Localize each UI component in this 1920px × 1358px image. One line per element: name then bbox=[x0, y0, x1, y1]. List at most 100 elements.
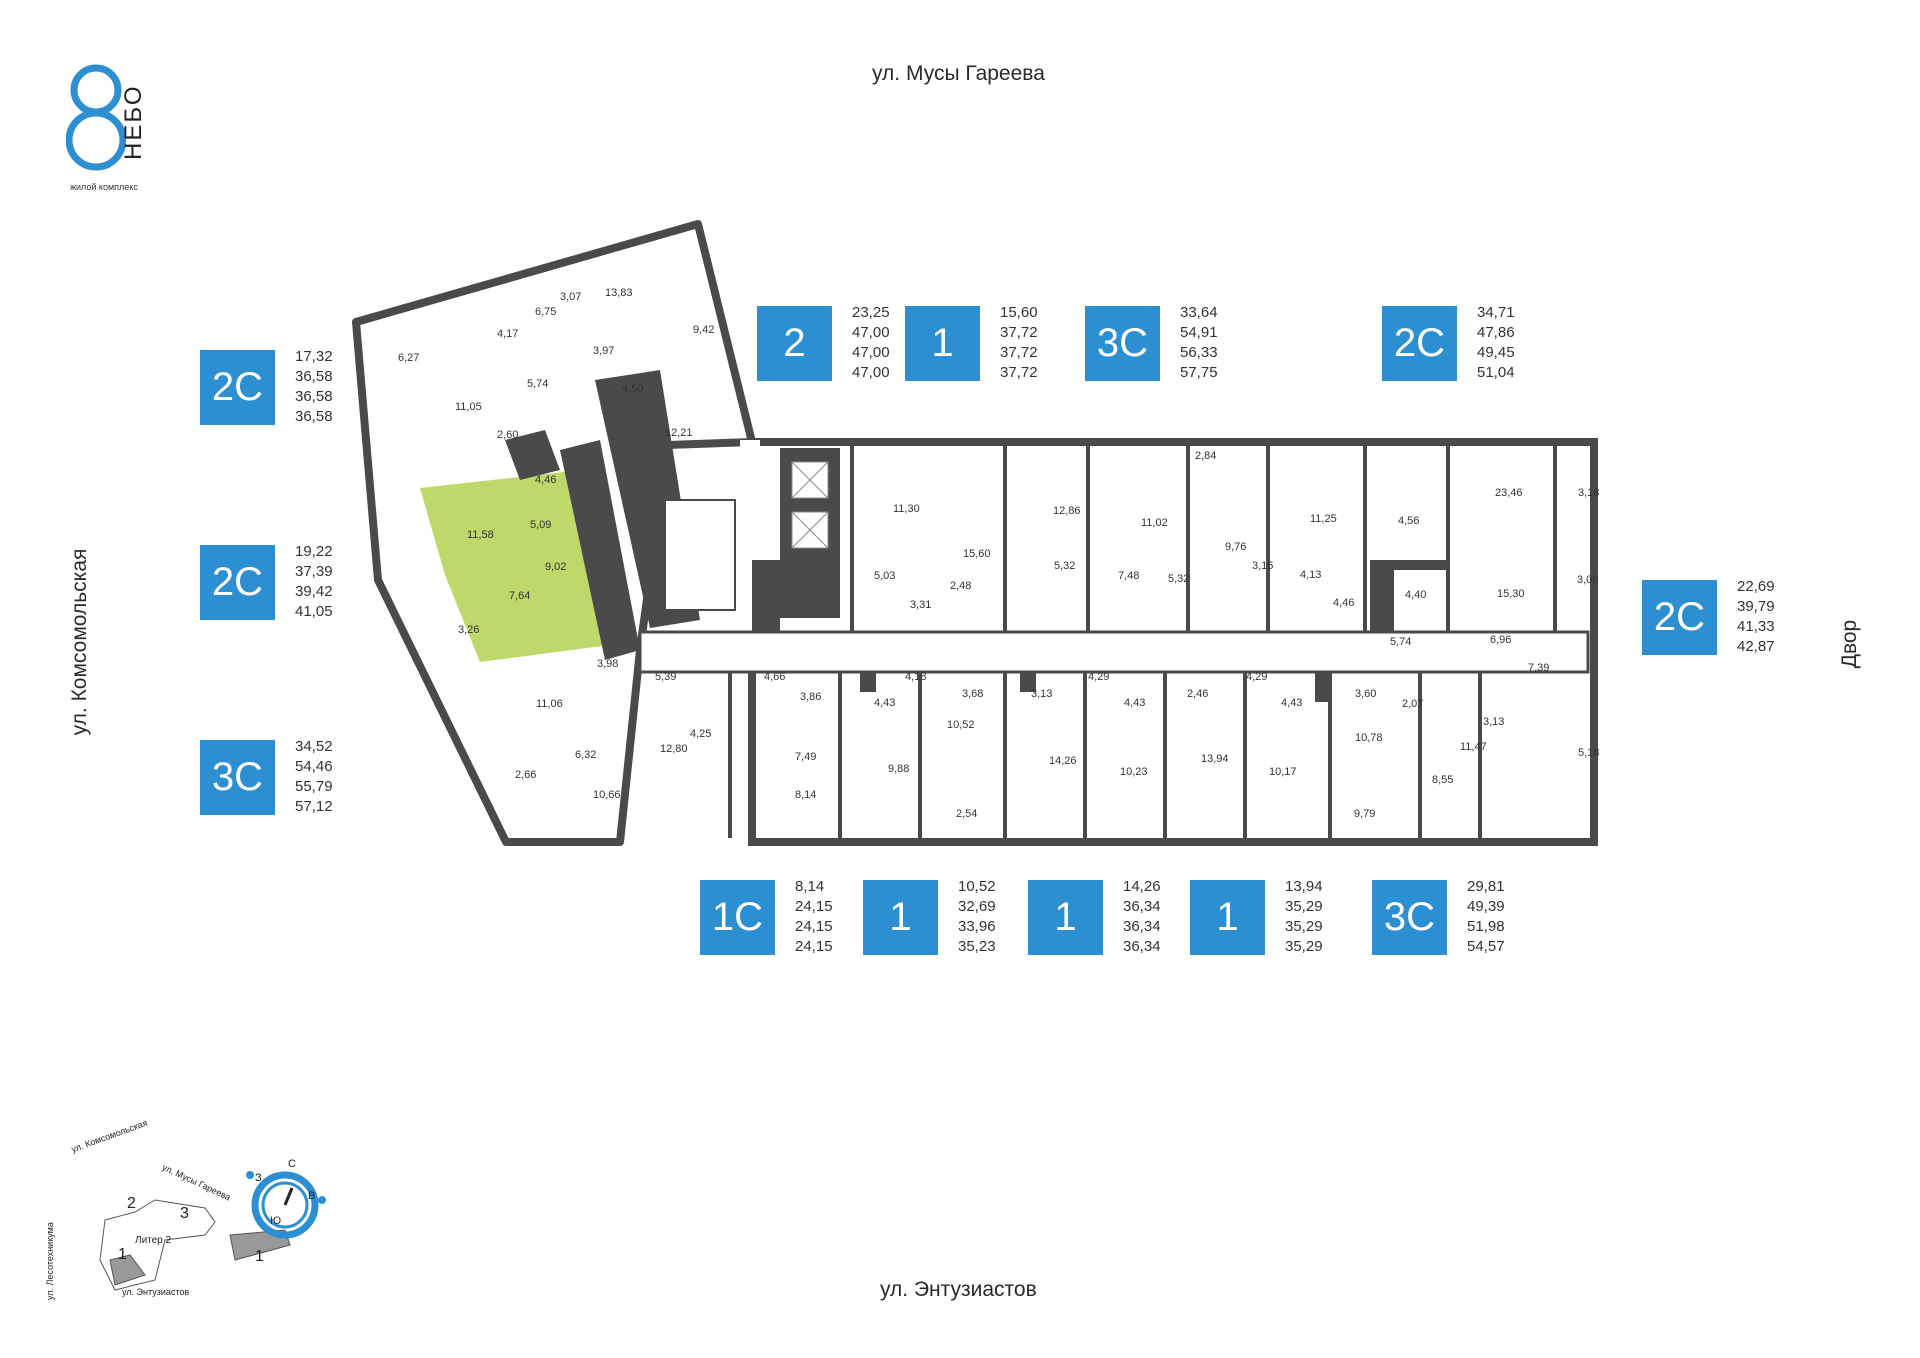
room-area-label: 7,39 bbox=[1528, 662, 1549, 674]
area-value: 36,34 bbox=[1123, 918, 1161, 935]
area-value: 41,33 bbox=[1737, 618, 1775, 635]
area-value: 34,52 bbox=[295, 738, 333, 755]
room-area-label: 11,30 bbox=[893, 503, 920, 515]
area-value: 24,15 bbox=[795, 938, 833, 955]
room-area-label: 12,21 bbox=[665, 427, 693, 439]
area-value: 49,39 bbox=[1467, 898, 1505, 915]
area-value: 13,94 bbox=[1285, 878, 1323, 895]
area-value: 36,58 bbox=[295, 368, 333, 385]
room-area-label: 5,18 bbox=[1578, 747, 1599, 759]
area-value: 57,12 bbox=[295, 798, 333, 815]
area-value: 36,58 bbox=[295, 388, 333, 405]
apartment-type-areas: 19,22 37,39 39,42 41,05 bbox=[295, 542, 333, 622]
room-area-label: 2,07 bbox=[1402, 698, 1423, 710]
street-top: ул. Мусы Гареева bbox=[872, 62, 1045, 85]
area-value: 47,00 bbox=[852, 324, 890, 341]
room-area-label: 9,76 bbox=[1225, 541, 1246, 553]
compass-east: В bbox=[308, 1190, 316, 1202]
room-area-label: 12,86 bbox=[1053, 505, 1081, 517]
area-value: 56,33 bbox=[1180, 344, 1218, 361]
apartment-type-badge: 3С bbox=[1085, 306, 1160, 381]
room-area-label: 7,64 bbox=[509, 590, 530, 602]
room-area-label: 2,54 bbox=[956, 808, 977, 820]
room-area-label: 3,86 bbox=[800, 691, 821, 703]
room-area-label: 10,52 bbox=[947, 719, 975, 731]
minimap-building-1: 1 bbox=[118, 1246, 127, 1263]
stair bbox=[664, 499, 736, 611]
room-area-label: 3,26 bbox=[458, 624, 479, 636]
room-area-label: 4,43 bbox=[874, 697, 895, 709]
room-area-label: 3,98 bbox=[597, 658, 618, 670]
room-area-label: 4,56 bbox=[1398, 515, 1419, 527]
room-area-label: 3,13 bbox=[1031, 688, 1052, 700]
area-value: 35,29 bbox=[1285, 898, 1323, 915]
apartment-type-badge: 1 bbox=[863, 880, 938, 955]
area-value: 37,72 bbox=[1000, 344, 1038, 361]
area-value: 32,69 bbox=[958, 898, 996, 915]
room-area-label: 4,13 bbox=[1300, 569, 1321, 581]
room-area-label: 3,31 bbox=[910, 599, 931, 611]
area-value: 33,96 bbox=[958, 918, 996, 935]
area-value: 47,00 bbox=[852, 364, 890, 381]
room-area-label: 4,43 bbox=[1124, 697, 1145, 709]
minimap-street-lesotekhnikuma: ул. Лесотехникума bbox=[45, 1222, 55, 1300]
room-area-label: 6,32 bbox=[575, 749, 596, 761]
area-value: 55,79 bbox=[295, 778, 333, 795]
room-area-label: 6,96 bbox=[1490, 634, 1511, 646]
area-value: 24,15 bbox=[795, 918, 833, 935]
room-area-label: 11,02 bbox=[1141, 517, 1168, 529]
area-value: 47,86 bbox=[1477, 324, 1515, 341]
logo-eight-icon bbox=[66, 64, 126, 171]
area-value: 39,42 bbox=[295, 583, 333, 600]
room-area-label: 4,17 bbox=[497, 328, 518, 340]
area-value: 37,72 bbox=[1000, 364, 1038, 381]
room-area-label: 3,07 bbox=[560, 291, 581, 303]
area-value: 22,69 bbox=[1737, 578, 1775, 595]
compass-south: Ю bbox=[270, 1215, 282, 1227]
room-area-label: 4,46 bbox=[535, 474, 556, 486]
room-area-label: 5,32 bbox=[1054, 560, 1075, 572]
room-area-label: 2,48 bbox=[950, 580, 971, 592]
room-area-label: 4,18 bbox=[905, 671, 926, 683]
room-area-label: 7,49 bbox=[795, 751, 816, 763]
room-area-label: 2,60 bbox=[497, 429, 518, 441]
apartment-type-badge: 2С bbox=[200, 545, 275, 620]
room-area-label: 8,14 bbox=[795, 789, 816, 801]
area-value: 54,91 bbox=[1180, 324, 1218, 341]
apartment-type-badge: 2С bbox=[1382, 306, 1457, 381]
minimap-building-2: 2 bbox=[127, 1195, 136, 1212]
room-area-label: 11,06 bbox=[536, 698, 563, 710]
room-area-label: 15,60 bbox=[963, 548, 991, 560]
minimap-liter: Литер 2 bbox=[135, 1235, 172, 1246]
area-value: 17,32 bbox=[295, 348, 333, 365]
room-area-label: 14,26 bbox=[1049, 755, 1077, 767]
room-area-label: 5,03 bbox=[874, 570, 895, 582]
area-value: 14,26 bbox=[1123, 878, 1161, 895]
room-area-label: 5,32 bbox=[1168, 573, 1189, 585]
area-value: 41,05 bbox=[295, 603, 333, 620]
area-value: 15,60 bbox=[1000, 304, 1038, 321]
room-area-label: 3,97 bbox=[593, 345, 614, 357]
room-area-label: 8,55 bbox=[1432, 774, 1453, 786]
room-area-label: 15,30 bbox=[1497, 588, 1525, 600]
room-area-label: 4,43 bbox=[1281, 697, 1302, 709]
room-area-label: 4,66 bbox=[764, 671, 785, 683]
room-area-label: 23,46 bbox=[1495, 487, 1523, 499]
room-area-label: 12,80 bbox=[660, 743, 688, 755]
area-value: 19,22 bbox=[295, 543, 333, 560]
area-value: 37,39 bbox=[295, 563, 333, 580]
room-area-label: 4,46 bbox=[1333, 597, 1354, 609]
room-area-label: 9,42 bbox=[693, 324, 714, 336]
area-value: 51,04 bbox=[1477, 364, 1515, 381]
area-value: 23,25 bbox=[852, 304, 890, 321]
area-value: 54,57 bbox=[1467, 938, 1505, 955]
